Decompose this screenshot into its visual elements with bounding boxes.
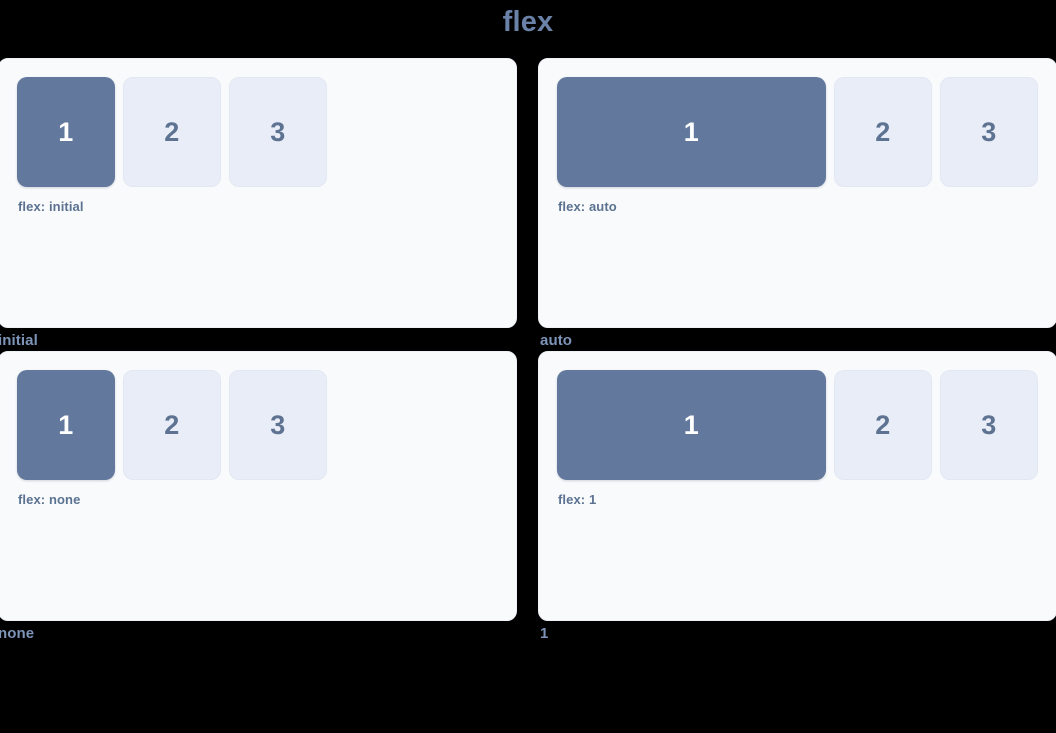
demo-cell-one: 1 2 3 flex: 1 1 xyxy=(538,351,1056,642)
flex-item-3[interactable]: 3 xyxy=(229,370,327,480)
flex-item-1[interactable]: 1 xyxy=(557,77,826,187)
flex-container-one: 1 2 3 flex: 1 xyxy=(538,351,1056,621)
flex-code-label: flex: none xyxy=(18,492,81,507)
flex-row-one: 1 2 3 xyxy=(539,370,1056,480)
demo-grid: 1 2 3 flex: initial initial 1 2 3 flex: … xyxy=(0,58,1056,642)
flex-item-2[interactable]: 2 xyxy=(834,77,932,187)
flex-item-1[interactable]: 1 xyxy=(557,370,826,480)
demo-caption-auto: auto xyxy=(540,332,573,349)
page-title: flex xyxy=(502,6,554,38)
flex-item-3[interactable]: 3 xyxy=(940,77,1038,187)
flex-item-2[interactable]: 2 xyxy=(123,77,221,187)
flex-container-none: 1 2 3 flex: none xyxy=(0,351,517,621)
flex-row-none: 1 2 3 xyxy=(0,370,516,480)
flex-item-3[interactable]: 3 xyxy=(940,370,1038,480)
demo-cell-none: 1 2 3 flex: none none xyxy=(0,351,517,642)
flex-code-label: flex: auto xyxy=(558,199,617,214)
flex-item-1[interactable]: 1 xyxy=(17,370,115,480)
flex-item-2[interactable]: 2 xyxy=(834,370,932,480)
demo-caption-one: 1 xyxy=(540,625,549,642)
demo-caption-none: none xyxy=(0,625,35,642)
demo-cell-auto: 1 2 3 flex: auto auto xyxy=(538,58,1056,349)
flex-code-label: flex: 1 xyxy=(558,492,597,507)
flex-item-1[interactable]: 1 xyxy=(17,77,115,187)
flex-item-2[interactable]: 2 xyxy=(123,370,221,480)
flex-row-auto: 1 2 3 xyxy=(539,77,1056,187)
flex-code-label: flex: initial xyxy=(18,199,84,214)
demo-cell-initial: 1 2 3 flex: initial initial xyxy=(0,58,517,349)
flex-row-initial: 1 2 3 xyxy=(0,77,516,187)
flex-container-auto: 1 2 3 flex: auto xyxy=(538,58,1056,328)
demo-caption-initial: initial xyxy=(0,332,38,349)
flex-item-3[interactable]: 3 xyxy=(229,77,327,187)
flex-container-initial: 1 2 3 flex: initial xyxy=(0,58,517,328)
